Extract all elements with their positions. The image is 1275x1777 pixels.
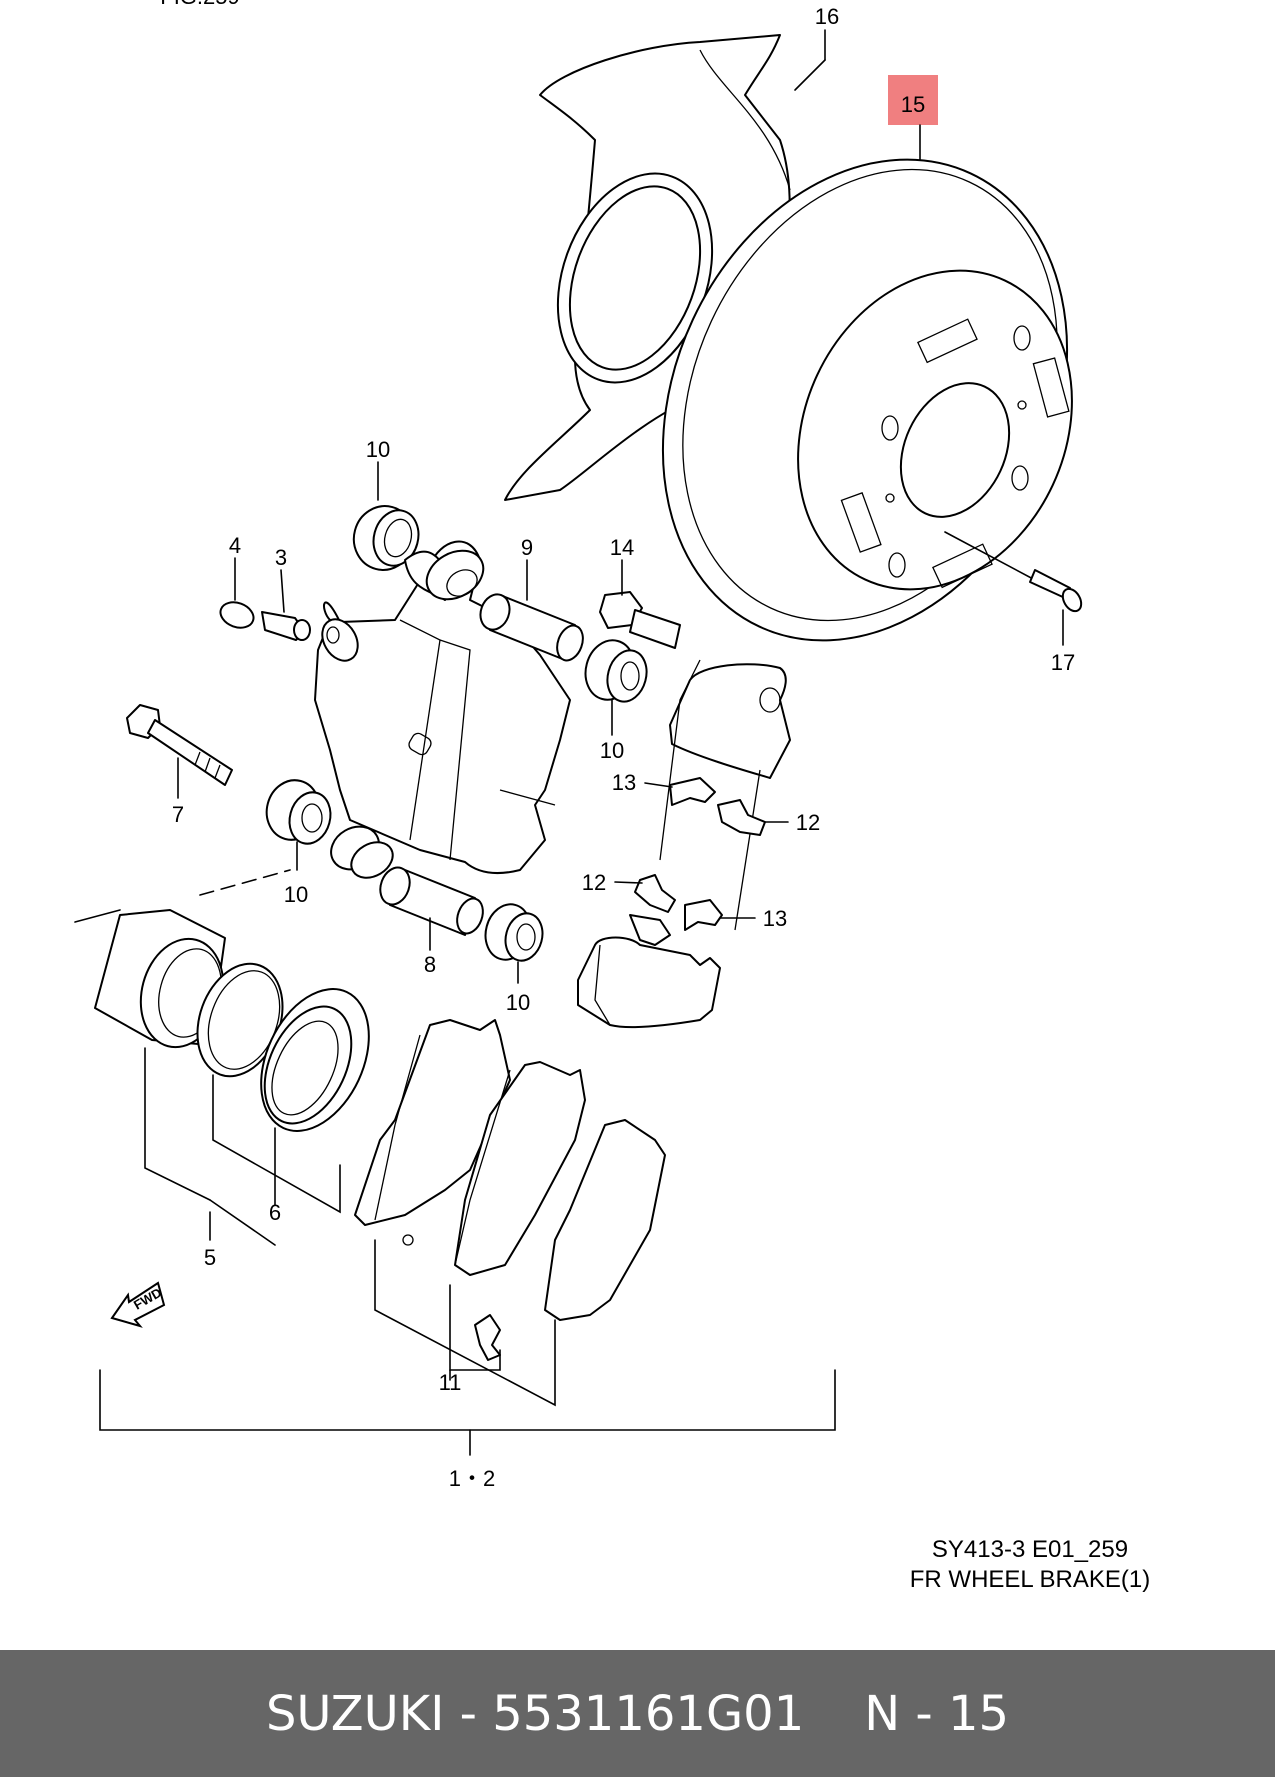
label-16: 16: [815, 4, 839, 29]
caliper-bracket-part: [577, 659, 791, 1029]
label-7: 7: [172, 802, 184, 827]
brake-pad-inner-part: [354, 1019, 511, 1246]
footer-brand: SUZUKI: [265, 1685, 445, 1742]
label-4: 4: [229, 533, 241, 558]
label-3: 3: [275, 545, 287, 570]
label-12b: 12: [582, 870, 606, 895]
bracket-5c: [212, 1074, 341, 1214]
leader-16b: [794, 59, 826, 91]
highlight-box-15: [888, 75, 938, 125]
parts-diagram: FIG.259 16 15 17: [74, 0, 1083, 1491]
label-9: 9: [521, 535, 533, 560]
brake-pad-outer-part: [454, 1061, 586, 1276]
label-5: 5: [204, 1245, 216, 1270]
footer-bar: SUZUKI - 5531161G01 N - 15: [0, 1650, 1275, 1777]
bracket-5b: [209, 1199, 276, 1246]
piston-part: [94, 909, 226, 1049]
footer-part-number: 5531161G01: [492, 1685, 805, 1742]
leader-12b: [614, 881, 643, 884]
label-13a: 13: [612, 770, 636, 795]
label-6: 6: [269, 1200, 281, 1225]
label-11: 11: [439, 1370, 462, 1395]
bracket-11: [374, 1239, 556, 1407]
label-10b: 10: [600, 738, 624, 763]
footer-separator: -: [444, 1685, 493, 1742]
leader-13a: [644, 782, 673, 788]
shim-part: [544, 1119, 666, 1321]
footer-ref: N - 15: [864, 1685, 1010, 1742]
figure-title: FR WHEEL BRAKE(1): [909, 1566, 1151, 1593]
fwd-arrow-icon: FWD: [110, 1281, 166, 1328]
label-10a: 10: [366, 437, 390, 462]
clip-12-top-part: [717, 799, 766, 836]
clip-12-bottom-part: [634, 874, 676, 913]
label-15: 15: [901, 92, 925, 117]
guide-pin-8-part: [379, 866, 484, 936]
label-10c: 10: [284, 882, 308, 907]
figure-caption: SY413-3 E01_259 FR WHEEL BRAKE(1): [800, 1535, 1260, 1595]
label-10d: 10: [506, 990, 530, 1015]
boot-mid-part: [584, 639, 648, 703]
label-14: 14: [610, 535, 634, 560]
bracket-11b: [449, 1284, 501, 1371]
pad-clip-11-part: [474, 1314, 501, 1361]
figure-header: FIG.259: [160, 0, 239, 9]
label-12a: 12: [796, 810, 820, 835]
figure-code: SY413-3 E01_259: [931, 1536, 1129, 1563]
brake-disc-part: [661, 158, 1073, 642]
bracket-5: [144, 1047, 211, 1201]
bleeder-plug-part: [261, 611, 311, 641]
bracket-group: [99, 1369, 836, 1431]
bolt-7-part: [126, 704, 233, 786]
dash-leader: [74, 909, 121, 923]
bleeder-cap-part: [219, 601, 255, 629]
boot-left-part: [265, 779, 332, 845]
label-17: 17: [1051, 650, 1075, 675]
disc-screw-part: [944, 531, 1083, 613]
label-1-2: 1・2: [449, 1466, 495, 1491]
dust-shield-part: [504, 34, 791, 501]
boot-top-part: [352, 505, 420, 571]
bolt-14-part: [599, 591, 681, 649]
clip-13-bottom-part: [629, 899, 723, 946]
caliper-body-part: [314, 540, 571, 879]
boot-bottom-part: [484, 903, 544, 962]
piston-boot-part: [260, 988, 370, 1132]
label-13b: 13: [763, 906, 787, 931]
dash-leader-b: [199, 869, 291, 896]
clip-13-top-part: [669, 777, 716, 806]
guide-pin-9-part: [479, 593, 584, 662]
leader-3: [280, 569, 285, 613]
label-8: 8: [424, 952, 436, 977]
